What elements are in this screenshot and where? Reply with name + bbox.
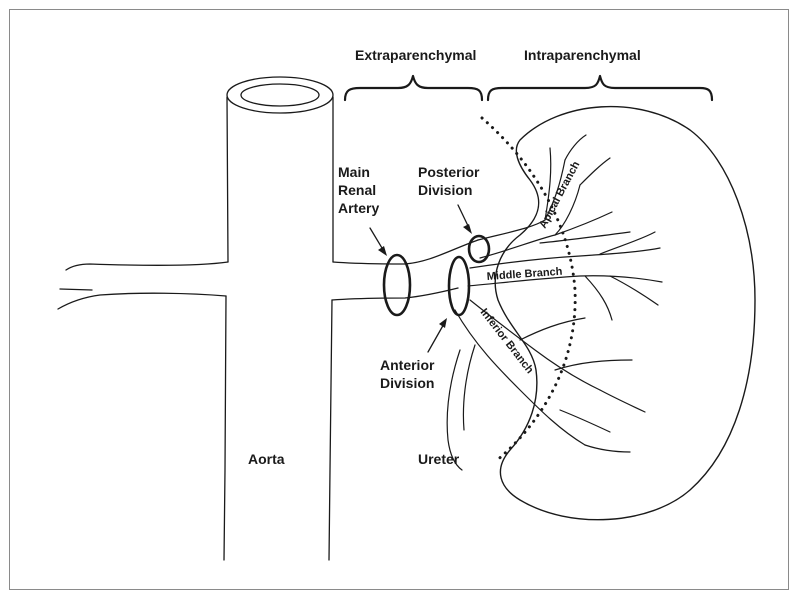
extraparenchymal-label: Extraparenchymal (355, 47, 476, 63)
aorta-top-outer-rim (226, 76, 334, 114)
posterior-division-label-line-1: Posterior (418, 164, 480, 180)
posterior-division-ring (467, 234, 491, 264)
main-renal-artery-label-line-2: Renal (338, 182, 376, 198)
main-renal-artery-label-line-1: Main (338, 164, 370, 180)
kidney-outline (494, 105, 756, 521)
renal-branches (454, 134, 663, 453)
label-arrows (369, 204, 472, 353)
aorta-left-wall-upper (226, 96, 229, 263)
ureter-vessel (446, 344, 476, 471)
aorta (223, 76, 334, 561)
posterior-division-label-line-2: Division (418, 182, 472, 198)
main-renal-artery-label-line-3: Artery (338, 200, 379, 216)
middle-branch-upper-wall (469, 247, 661, 269)
aorta-top-inner-rim (240, 83, 320, 107)
inferior-branch-lower-wall (454, 309, 586, 446)
aorta-left-wall-lower (223, 295, 227, 561)
aorta-right-wall-lower (328, 299, 333, 561)
left-branch-vessel (57, 261, 229, 310)
main-renal-artery-vessel (331, 239, 479, 301)
vessel-rings (382, 234, 491, 317)
ureter-label: Ureter (418, 451, 460, 467)
section-braces (343, 74, 714, 102)
anterior-division-label-line-1: Anterior (380, 357, 435, 373)
anterior-division-arrow (427, 321, 446, 353)
middle-branch-label: Middle Branch (486, 266, 563, 283)
inferior-branch-upper-wall (469, 299, 601, 391)
extraparenchymal-brace (343, 74, 484, 102)
intraparenchymal-label: Intraparenchymal (524, 47, 641, 63)
figure-frame (9, 9, 789, 590)
main-renal-artery-ring (382, 253, 412, 317)
middle-branch-lower-wall (467, 275, 663, 287)
anterior-division-ring (447, 255, 471, 317)
anterior-division-label-line-2: Division (380, 375, 434, 391)
intraparenchymal-brace (486, 74, 714, 102)
aorta-label: Aorta (248, 451, 285, 467)
